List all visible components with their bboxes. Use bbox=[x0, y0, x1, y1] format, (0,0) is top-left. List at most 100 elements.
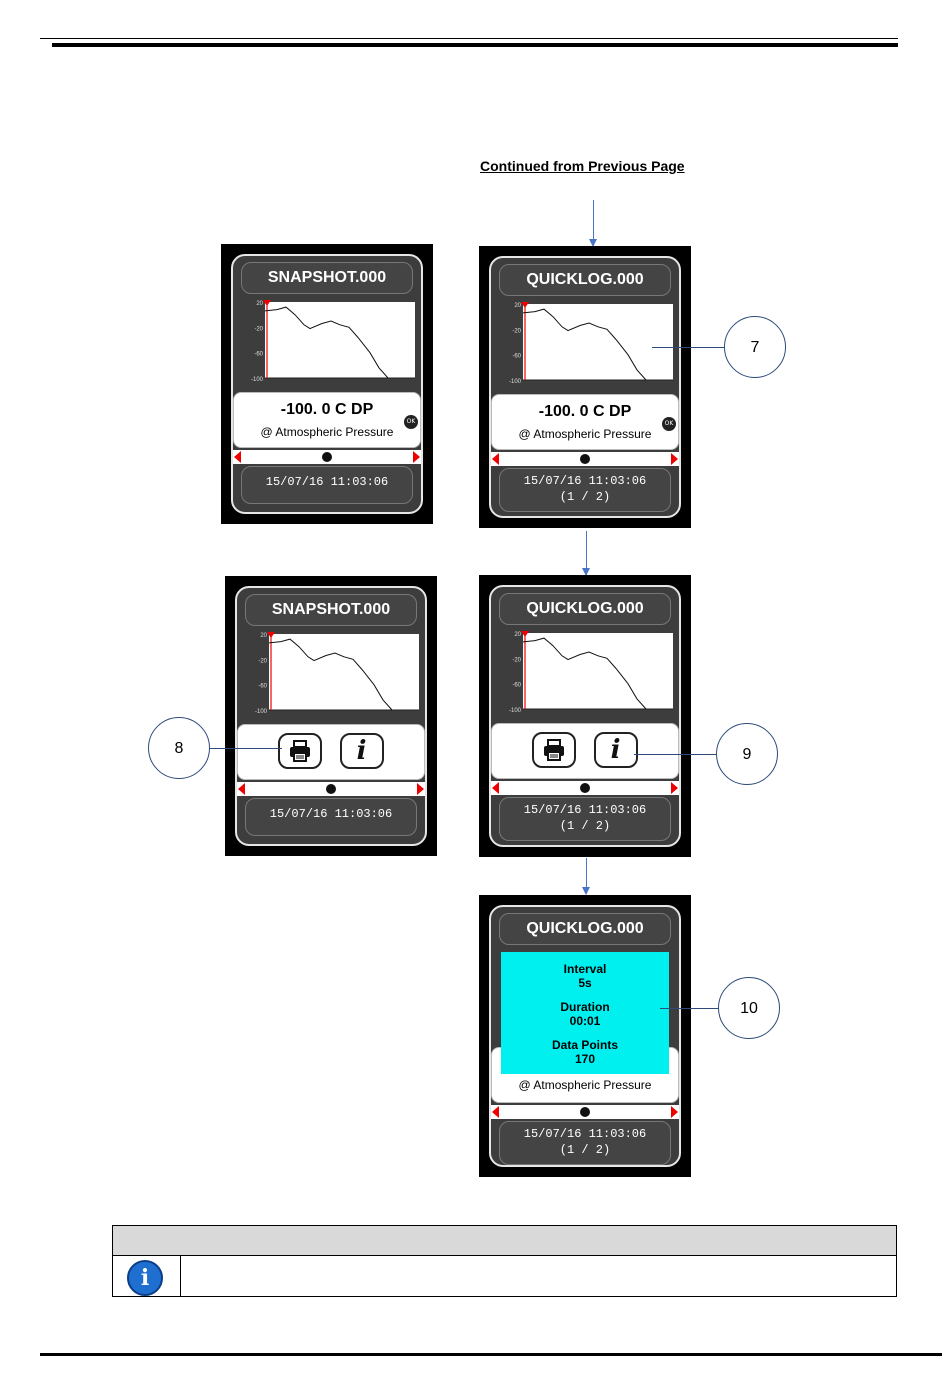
screen-title: SNAPSHOT.000 bbox=[241, 262, 413, 294]
data-points-label: Data Points bbox=[551, 1038, 618, 1052]
cursor-marker-icon bbox=[521, 302, 529, 308]
note-header bbox=[113, 1226, 896, 1256]
note-icon-cell: i bbox=[113, 1256, 181, 1296]
y-tick-label: -60 bbox=[254, 352, 263, 358]
screen-title: SNAPSHOT.000 bbox=[245, 594, 417, 626]
callout-9: 9 bbox=[716, 723, 778, 785]
callout-line-9 bbox=[634, 754, 716, 755]
ok-icon[interactable]: OK bbox=[404, 415, 418, 429]
screen-snapshot-options: SNAPSHOT.000 20-20-60-100 i bbox=[225, 576, 437, 856]
y-tick-label: 20 bbox=[260, 633, 267, 639]
nav-bar bbox=[491, 781, 679, 795]
log-info-popup: Interval 5s Duration 00:01 Data Points 1… bbox=[501, 952, 669, 1074]
device-frame: SNAPSHOT.000 20-20-60-100 i bbox=[235, 586, 427, 846]
trend-graph: 20-20-60-100 bbox=[241, 298, 415, 382]
right-arrow-icon[interactable] bbox=[671, 453, 678, 465]
trend-line bbox=[522, 637, 647, 710]
screen-title: QUICKLOG.000 bbox=[499, 913, 671, 945]
screen-title: QUICKLOG.000 bbox=[499, 593, 671, 625]
page-indicator: (1 / 2) bbox=[559, 490, 611, 504]
ok-icon[interactable]: OK bbox=[662, 417, 676, 431]
left-arrow-icon[interactable] bbox=[492, 1106, 499, 1118]
right-arrow-icon[interactable] bbox=[671, 1106, 678, 1118]
options-panel: i bbox=[237, 724, 425, 780]
datetime-box: 15/07/16 11:03:06 (1 / 2) bbox=[499, 797, 671, 841]
screen-quicklog-options: QUICKLOG.000 20 -20 -60 -100 i bbox=[479, 575, 691, 857]
chart-plot-area bbox=[523, 633, 673, 709]
reading-panel: -100. 0 C DP @ Atmospheric Pressure OK bbox=[233, 392, 421, 448]
trend-chart: 20-20-60-100 bbox=[255, 632, 419, 714]
info-button[interactable]: i bbox=[339, 733, 384, 769]
trend-line bbox=[268, 638, 393, 711]
enter-icon[interactable] bbox=[580, 783, 590, 793]
screen-title: QUICKLOG.000 bbox=[499, 264, 671, 296]
enter-icon[interactable] bbox=[326, 784, 336, 794]
pressure-condition: @ Atmospheric Pressure bbox=[518, 427, 652, 441]
screen-quicklog-reading: QUICKLOG.000 20-20-60-100 -100. 0 C DP @… bbox=[479, 246, 691, 528]
y-tick-label: 20 bbox=[514, 303, 521, 309]
print-button[interactable] bbox=[532, 732, 577, 768]
y-tick-label: -20 bbox=[512, 328, 521, 334]
page-indicator: (1 / 2) bbox=[559, 1143, 611, 1157]
interval-value: 5s bbox=[578, 976, 592, 990]
y-tick-label: -100 bbox=[509, 708, 522, 713]
flow-arrow-mid bbox=[582, 531, 590, 576]
callout-7: 7 bbox=[724, 316, 786, 378]
screen-snapshot-reading: SNAPSHOT.000 20-20-60-100 -100. 0 C DP @… bbox=[221, 244, 433, 524]
print-button[interactable] bbox=[278, 733, 323, 769]
cursor-marker-icon bbox=[521, 631, 529, 637]
left-arrow-icon[interactable] bbox=[492, 782, 499, 794]
callout-8: 8 bbox=[148, 717, 210, 779]
datetime-text: 15/07/16 11:03:06 bbox=[265, 475, 389, 489]
cursor-marker-icon bbox=[267, 632, 275, 638]
enter-icon[interactable] bbox=[322, 452, 332, 462]
flow-arrow-top bbox=[589, 200, 597, 247]
device-frame: QUICKLOG.000 20 -20 -60 -100 i bbox=[489, 585, 681, 847]
right-arrow-icon[interactable] bbox=[671, 782, 678, 794]
header-rule-thin bbox=[40, 38, 898, 39]
datetime-box: 15/07/16 11:03:06 (1 / 2) bbox=[499, 1121, 671, 1165]
left-arrow-icon[interactable] bbox=[492, 453, 499, 465]
y-tick-label: -60 bbox=[512, 683, 521, 689]
pressure-condition: @ Atmospheric Pressure bbox=[260, 425, 394, 439]
trend-line bbox=[264, 306, 389, 379]
nav-bar bbox=[491, 452, 679, 466]
trend-chart: 20-20-60-100 bbox=[509, 302, 673, 384]
nav-bar bbox=[237, 782, 425, 796]
info-button[interactable]: i bbox=[593, 732, 638, 768]
duration-label: Duration bbox=[560, 1000, 610, 1014]
printer-icon bbox=[544, 739, 565, 761]
info-icon: i bbox=[610, 735, 621, 765]
page-indicator: (1 / 2) bbox=[559, 819, 611, 833]
left-arrow-icon[interactable] bbox=[234, 451, 241, 463]
datetime-text: 15/07/16 11:03:06 bbox=[269, 807, 393, 821]
left-arrow-icon[interactable] bbox=[238, 783, 245, 795]
printer-icon bbox=[290, 740, 311, 762]
nav-bar bbox=[491, 1105, 679, 1119]
continued-caption: Continued from Previous Page bbox=[480, 158, 685, 174]
enter-icon[interactable] bbox=[580, 1107, 590, 1117]
y-tick-label: 20 bbox=[514, 632, 521, 638]
y-tick-label: -100 bbox=[255, 709, 268, 714]
note-text-cell bbox=[181, 1256, 896, 1296]
reading-panel: -100. 0 C DP @ Atmospheric Pressure OK bbox=[491, 394, 679, 450]
screen-quicklog-info: QUICKLOG.000 @ Atmospheric Pressure 15/0… bbox=[479, 895, 691, 1177]
datetime-text: 15/07/16 11:03:06 bbox=[523, 1127, 647, 1141]
right-arrow-icon[interactable] bbox=[417, 783, 424, 795]
datetime-box: 15/07/16 11:03:06 (1 / 2) bbox=[499, 468, 671, 512]
chart-plot-area bbox=[523, 304, 673, 380]
interval-label: Interval bbox=[563, 962, 607, 976]
info-icon: i bbox=[356, 736, 367, 766]
right-arrow-icon[interactable] bbox=[413, 451, 420, 463]
enter-icon[interactable] bbox=[580, 454, 590, 464]
y-tick-label: -20 bbox=[258, 658, 267, 664]
y-tick-label: -100 bbox=[251, 377, 264, 382]
pressure-condition: @ Atmospheric Pressure bbox=[518, 1078, 652, 1092]
info-icon: i bbox=[127, 1260, 163, 1296]
y-tick-label: -20 bbox=[512, 657, 521, 663]
trend-graph: 20-20-60-100 bbox=[499, 300, 673, 384]
nav-bar bbox=[233, 450, 421, 464]
y-tick-label: 20 bbox=[256, 301, 263, 307]
trend-chart: 20-20-60-100 bbox=[251, 300, 415, 382]
callout-10: 10 bbox=[718, 977, 780, 1039]
